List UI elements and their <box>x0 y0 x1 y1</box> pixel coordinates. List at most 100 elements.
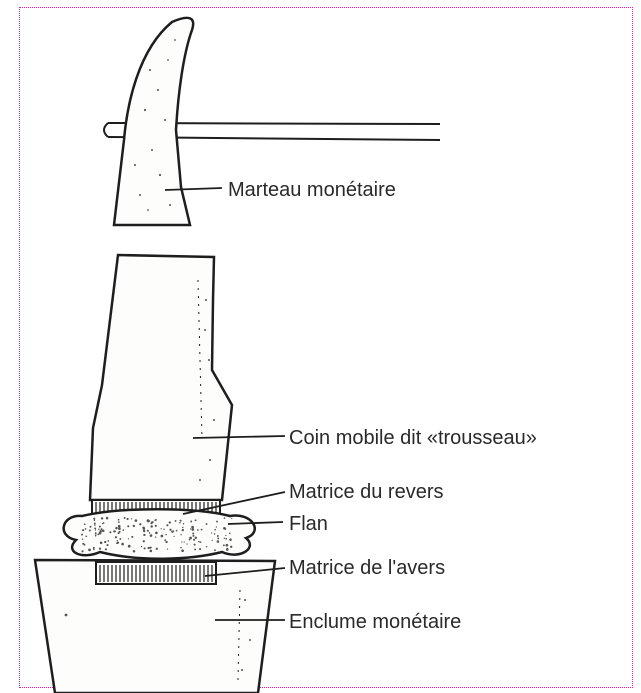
stipple-dot <box>123 529 125 531</box>
stipple-dot <box>169 529 171 531</box>
stipple-dot <box>176 530 178 532</box>
stipple-dot <box>95 529 96 530</box>
stipple-dot <box>94 524 95 525</box>
stipple-dot <box>155 536 156 537</box>
stipple-dot <box>163 528 164 529</box>
stipple-dot <box>94 520 96 522</box>
stipple-dot <box>173 536 174 537</box>
stipple-dot <box>201 529 203 531</box>
label-obverse-die: Matrice de l'avers <box>289 557 445 579</box>
stipple-dot <box>82 538 83 539</box>
label-hammer: Marteau monétaire <box>228 179 396 201</box>
stipple-dot <box>144 547 146 549</box>
stipple-dot <box>155 532 157 534</box>
stipple-dot <box>119 531 121 533</box>
stipple-dot <box>190 521 192 523</box>
stipple-dot <box>156 548 158 550</box>
stipple-dot <box>139 523 141 525</box>
stipple-dot <box>186 543 187 544</box>
stipple-dot <box>198 541 200 543</box>
stipple-dot <box>133 550 136 553</box>
stipple-dot <box>225 538 227 540</box>
stipple-dot <box>206 546 207 547</box>
stipple-dot <box>84 523 86 525</box>
stipple-dot <box>214 549 216 551</box>
stipple-dot <box>191 526 194 529</box>
stipple-dot <box>93 549 95 551</box>
stipple-dot <box>193 539 195 541</box>
stipple-dot <box>99 547 101 549</box>
stipple-dot <box>118 519 120 521</box>
stipple-dot <box>181 549 184 552</box>
stipple-dot <box>217 535 219 537</box>
stipple-dot <box>143 540 145 542</box>
stipple-dot <box>183 523 185 525</box>
label-blank: Flan <box>289 513 328 535</box>
stipple-dot <box>118 521 120 523</box>
stipple-dot <box>115 527 117 529</box>
stipple-dot <box>85 528 87 530</box>
stipple-dot <box>211 532 212 533</box>
hammer-head <box>114 18 193 225</box>
stipple-dot <box>115 531 116 532</box>
stipple-dot <box>150 547 151 548</box>
stipple-dot <box>143 527 146 530</box>
stipple-dot <box>104 541 106 543</box>
stipple-dot <box>143 534 145 536</box>
stipple-dot <box>117 540 118 541</box>
stipple-dot <box>180 547 182 549</box>
stipple-dot <box>118 527 121 530</box>
stipple-dot <box>81 534 83 536</box>
stipple-dot <box>101 517 103 519</box>
stipple-dot <box>102 529 105 532</box>
stipple-dot <box>226 548 228 550</box>
stipple-dot <box>94 527 96 529</box>
stipple-dot <box>131 536 133 538</box>
stipple-dot <box>182 527 183 528</box>
stipple-dot <box>93 547 95 549</box>
stipple-dot <box>180 520 182 522</box>
stipple-dot <box>85 535 87 537</box>
stipple-dot <box>117 541 119 543</box>
stipple-dot <box>197 529 199 531</box>
stipple-dot <box>175 520 177 522</box>
stipple-dot <box>95 534 96 535</box>
stipple-dot <box>191 528 194 531</box>
label-reverse-die: Matrice du revers <box>289 481 444 503</box>
stipple-dot <box>99 526 101 528</box>
stipple-dot <box>169 521 171 523</box>
stipple-dot <box>106 544 108 546</box>
stipple-dot <box>179 522 181 524</box>
stipple-dot <box>223 527 226 530</box>
stipple-dot <box>97 533 99 535</box>
stipple-dot <box>82 529 84 531</box>
stipple-dot <box>141 546 142 547</box>
stipple-dot <box>217 537 219 539</box>
stipple-dot <box>90 526 92 528</box>
stipple-dot <box>149 532 151 534</box>
stipple-dot <box>105 548 107 550</box>
stipple-dot <box>226 544 229 547</box>
stipple-dot <box>165 534 166 535</box>
stipple-dot <box>106 517 109 520</box>
stipple-dot <box>118 525 121 528</box>
stipple-dot <box>230 546 232 548</box>
stipple-dot <box>216 521 218 523</box>
stipple-dot <box>195 519 197 521</box>
stipple-dot <box>216 526 217 527</box>
stipple-dot <box>88 549 91 552</box>
stipple-dot <box>161 535 164 538</box>
stipple-dot <box>84 544 86 546</box>
stipple-dot <box>100 542 103 545</box>
stipple-dot <box>190 528 191 529</box>
stipple-dot <box>127 525 129 527</box>
stipple-dot <box>214 533 216 535</box>
stipple-dot <box>150 522 152 524</box>
stipple-dot <box>107 540 109 542</box>
stipple-dot <box>154 519 156 521</box>
stipple-dot <box>192 535 194 537</box>
stipple-dot <box>131 518 132 519</box>
stipple-dot <box>199 548 201 550</box>
stipple-dot <box>217 540 220 543</box>
obverse-die-matrix <box>96 562 216 584</box>
